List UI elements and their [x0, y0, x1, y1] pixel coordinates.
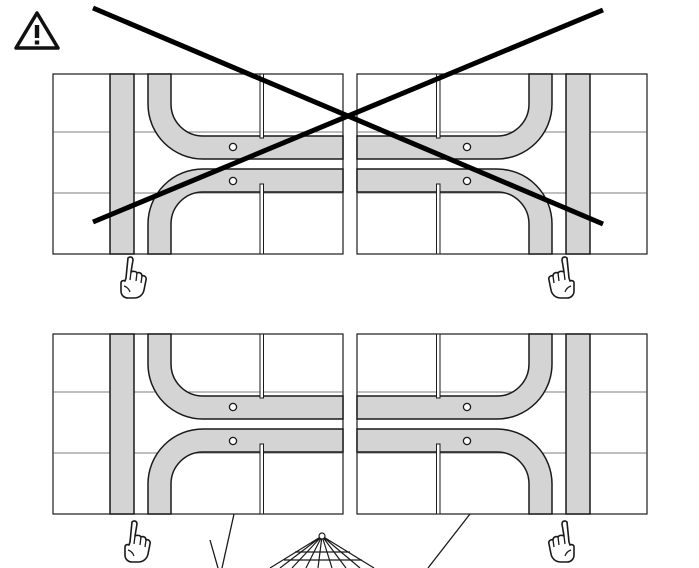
pointing-hand-icon: [548, 256, 575, 299]
panel-top-right: [356, 73, 648, 255]
pointing-hand-icon: [548, 520, 575, 563]
leader-lines: [209, 513, 471, 568]
warning-triangle-icon: [14, 11, 60, 50]
panel-bottom-right: [356, 333, 648, 515]
pointing-hand-icon: [124, 520, 151, 563]
clothes-airer-icon: [269, 532, 375, 568]
panel-top-left: [52, 73, 344, 255]
panel-bottom-left: [52, 333, 344, 515]
pointing-hand-icon: [120, 256, 147, 299]
cross-out-mark: [92, 5, 604, 227]
